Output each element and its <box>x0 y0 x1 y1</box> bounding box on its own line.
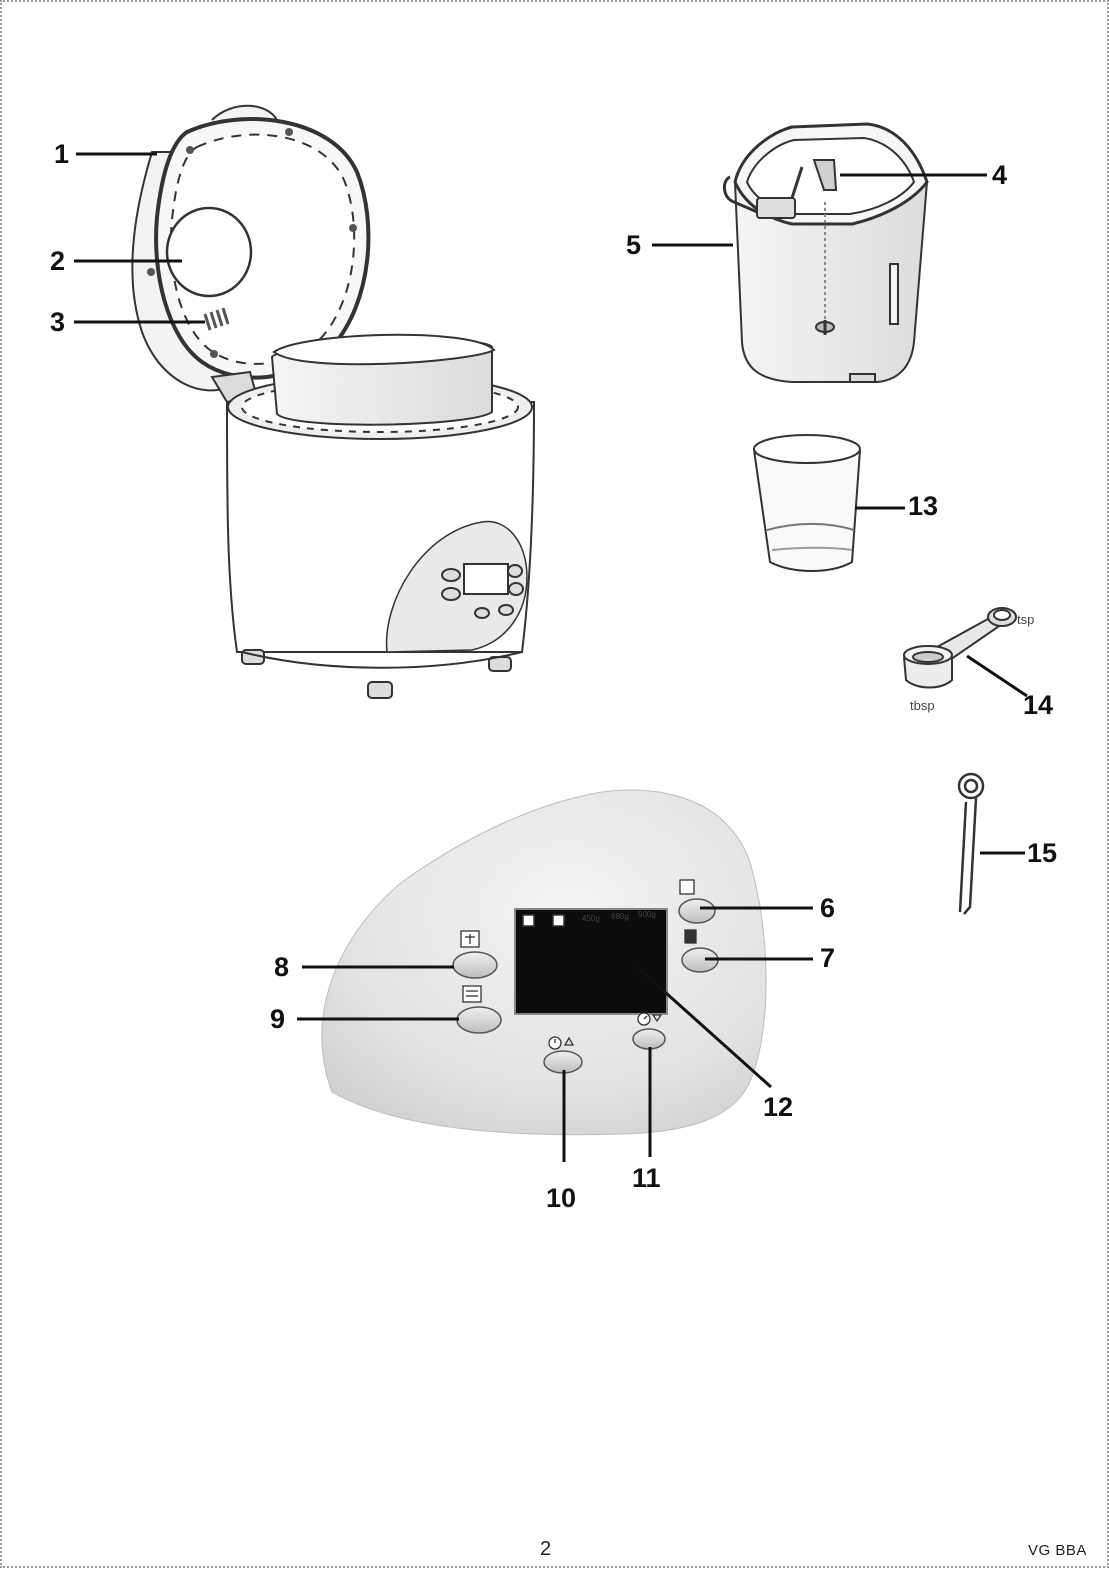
callout-9: 9 <box>270 1004 286 1034</box>
start-stop-icon <box>679 879 695 895</box>
callout-10: 10 <box>546 1183 577 1213</box>
page-number: 2 <box>540 1538 552 1560</box>
steam-vent-icon <box>203 307 230 331</box>
callout-5: 5 <box>626 230 642 260</box>
loaf-size-icon <box>462 985 482 1003</box>
callout-15: 15 <box>1027 838 1058 868</box>
tsp-label: tsp <box>1017 612 1035 627</box>
measuring-cup-illustration <box>753 434 861 572</box>
weight-label: 680g <box>611 912 629 921</box>
lcd-display <box>514 908 668 1015</box>
callout-1: 1 <box>54 139 70 169</box>
callout-3: 3 <box>50 307 66 337</box>
tbsp-label: tbsp <box>910 698 935 713</box>
callout-12: 12 <box>763 1092 794 1122</box>
callout-8: 8 <box>274 952 290 982</box>
callout-13: 13 <box>908 491 939 521</box>
callout-11: 11 <box>632 1163 661 1193</box>
crust-color-icon <box>684 929 697 944</box>
model-code: VG BBA <box>1028 1542 1087 1559</box>
callout-7: 7 <box>820 943 836 973</box>
weight-label: 900g <box>638 910 656 919</box>
weight-label: 450g <box>582 914 600 923</box>
removal-hook-illustration <box>957 772 985 915</box>
bread-pan-illustration <box>723 122 929 383</box>
measuring-spoon-illustration <box>903 607 1017 689</box>
bread-maker-illustration <box>131 104 536 699</box>
callout-14: 14 <box>1023 690 1054 720</box>
callout-leader-lines <box>74 152 1028 1162</box>
callout-6: 6 <box>820 893 836 923</box>
control-panel-illustration <box>321 789 767 1136</box>
callout-4: 4 <box>992 160 1008 190</box>
callout-2: 2 <box>50 246 66 276</box>
